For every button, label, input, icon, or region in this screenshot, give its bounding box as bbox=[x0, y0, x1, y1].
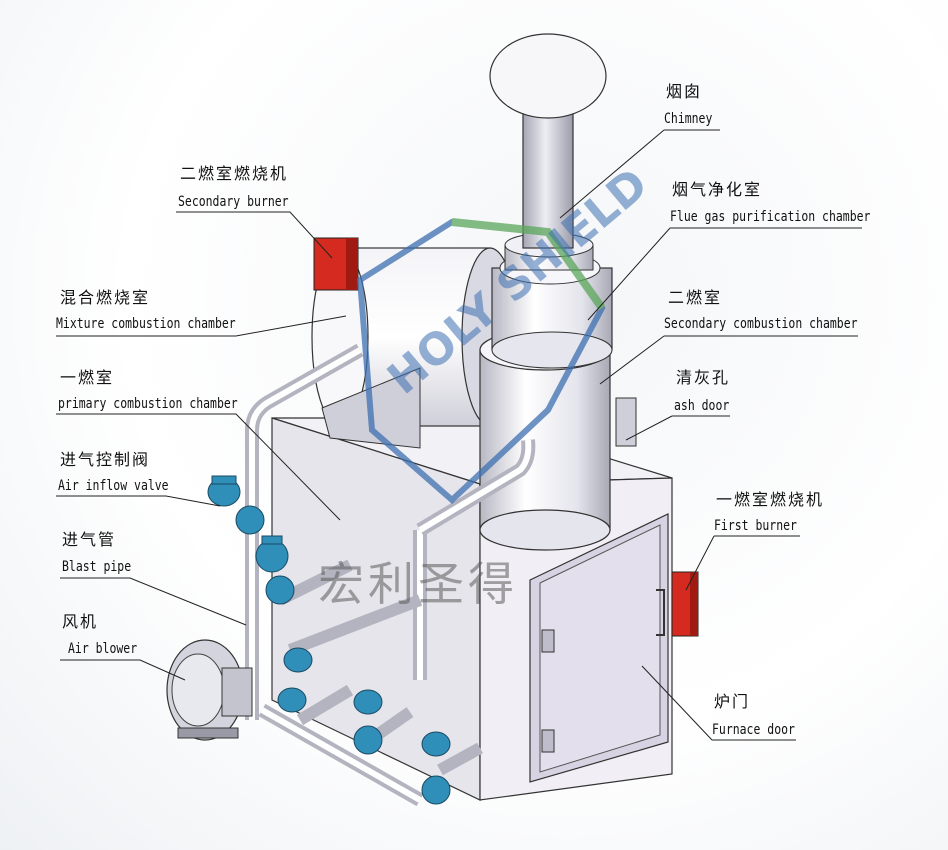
chimney-shape bbox=[489, 33, 607, 249]
ash-door-label-en: ash door bbox=[674, 398, 730, 414]
secondary-burner-label-en: Secondary burner bbox=[178, 194, 289, 210]
watermark-shield bbox=[356, 218, 606, 505]
chimney-label-cn: 烟囱 bbox=[666, 82, 703, 101]
furnace-door-label-en: Furnace door bbox=[712, 722, 795, 738]
air-blower-shape bbox=[166, 639, 253, 741]
leader-lines bbox=[56, 129, 862, 741]
ash-door-label-cn: 清灰孔 bbox=[676, 368, 731, 387]
ash-door-shape bbox=[615, 397, 637, 447]
first-burner-label-cn: 一燃室燃烧机 bbox=[716, 490, 825, 509]
flue-label-cn: 烟气净化室 bbox=[672, 180, 763, 199]
valves bbox=[207, 475, 451, 805]
secondary-chamber-label-en: Secondary combustion chamber bbox=[664, 316, 858, 332]
chimney-label-en: Chimney bbox=[664, 111, 713, 127]
blast-label-en: Blast pipe bbox=[62, 559, 132, 575]
furnace-door-panel bbox=[529, 513, 669, 783]
valve-label-en: Air inflow valve bbox=[58, 478, 169, 494]
flue-label-en: Flue gas purification chamber bbox=[670, 209, 871, 225]
first-burner-label-en: First burner bbox=[714, 518, 797, 534]
secondary-chamber-label-cn: 二燃室 bbox=[668, 288, 723, 307]
blower-label-en: Air blower bbox=[68, 641, 138, 657]
air-pipes bbox=[245, 343, 536, 807]
watermark-cn: 宏利圣得 bbox=[318, 557, 518, 611]
furnace-door-label-cn: 炉门 bbox=[714, 692, 751, 711]
primary-label-cn: 一燃室 bbox=[60, 368, 115, 387]
primary-label-en: primary combustion chamber bbox=[58, 396, 238, 412]
mixture-label-en: Mixture combustion chamber bbox=[56, 316, 236, 332]
secondary-burner-label-cn: 二燃室燃烧机 bbox=[180, 164, 289, 183]
mixture-label-cn: 混合燃烧室 bbox=[60, 288, 151, 307]
blower-label-cn: 风机 bbox=[62, 612, 99, 631]
valve-label-cn: 进气控制阀 bbox=[60, 450, 151, 469]
first-burner-shape bbox=[671, 571, 699, 637]
blast-label-cn: 进气管 bbox=[62, 530, 117, 549]
